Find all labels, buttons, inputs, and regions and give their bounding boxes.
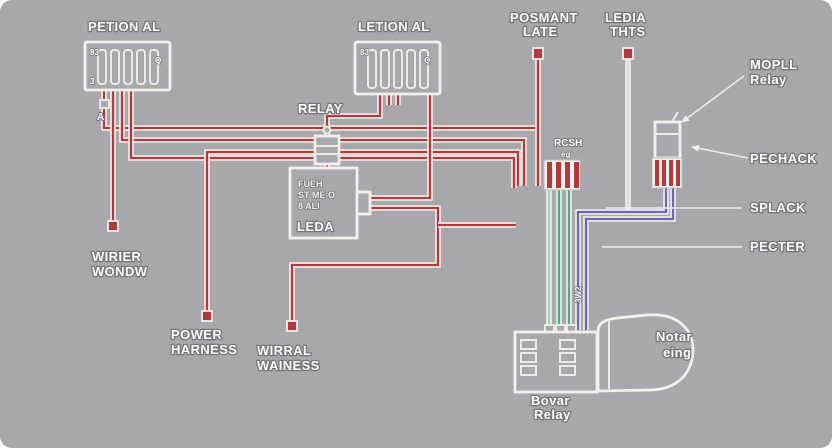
mopll-stripe: [669, 160, 673, 186]
connector-slot: [406, 49, 416, 89]
label-ledia-2: THTS: [610, 24, 646, 39]
connector-slot: [380, 49, 390, 89]
label-posmant-2: LATE: [523, 24, 558, 39]
label-bovar-2: Relay: [534, 407, 571, 422]
rcsh-stripe: [556, 162, 561, 188]
wire-leda-to-wirral-pin: [290, 206, 440, 323]
leda-box: [288, 166, 359, 240]
label-petion-corner: 83: [90, 48, 99, 57]
label-petion: PETION AL: [88, 19, 160, 34]
rcsh-stripe: [565, 162, 570, 188]
label-petion-corner2: 3: [90, 77, 95, 86]
wire-relay-blue-2: [584, 188, 675, 330]
label-wire-tag: 3W2: [574, 286, 583, 303]
pin-posmant: [532, 47, 544, 60]
rcsh-stripe: [574, 162, 579, 188]
relay-symbol: [313, 134, 341, 166]
label-rcsh-sub: eg: [561, 150, 570, 159]
label-pecter: PECTER: [750, 239, 805, 254]
wire-casing: [204, 149, 521, 314]
label-pechack: PECHACK: [750, 151, 817, 166]
label-power-2: HARNESS: [171, 342, 237, 357]
label-motor-1: Notar: [656, 329, 692, 344]
label-relay: RELAY: [298, 101, 343, 116]
label-wirier-1: WIRIER: [92, 249, 142, 264]
label-wirral-1: WIRRAL: [257, 343, 311, 358]
pointer-mopll: [681, 75, 745, 123]
connector-slot: [393, 49, 403, 89]
connector-slot: [136, 49, 146, 85]
wire-relay-blue-1: [576, 188, 668, 330]
label-leda-inner-1: FUEH: [298, 179, 323, 189]
label-leda-inner-3: 8 ALI: [298, 201, 320, 211]
connector-slot: [149, 49, 159, 85]
label-wirral-2: WAINESS: [257, 358, 320, 373]
connector-slot: [123, 49, 133, 85]
mopll-stripe: [676, 160, 680, 186]
label-ledia-1: LEDIA: [605, 10, 646, 25]
label-motor-2: eing: [663, 345, 691, 360]
connector-slot: [110, 49, 120, 85]
label-wirier-2: WONDW: [92, 264, 148, 279]
leda-tab: [355, 190, 372, 216]
label-mopll-2: Relay: [750, 72, 787, 87]
labels: PETION AL 83 Q 3 A LETION AL 83 Q POSMAN…: [87, 9, 818, 424]
connector-slot: [97, 49, 107, 85]
rcsh-stripe: [547, 162, 552, 188]
label-posmant-1: POSMANT: [510, 10, 578, 25]
label-leda: LEDA: [297, 219, 334, 234]
bovar-terminal: [559, 352, 576, 363]
mopll-stripe: [662, 160, 666, 186]
mopll-relay-lever: [671, 111, 679, 123]
label-power-1: POWER: [171, 327, 222, 342]
components: [83, 40, 695, 394]
motor-body: [596, 313, 695, 393]
connector-slot: [419, 49, 429, 89]
pin-ledia: [622, 47, 634, 60]
relay-nub: [322, 125, 332, 135]
bovar-terminal: [559, 339, 576, 350]
label-letion: LETION AL: [358, 19, 430, 34]
label-bovar-1: Bovar: [531, 393, 570, 408]
pointer-pechack: [691, 144, 749, 159]
pin-wirral: [286, 320, 298, 332]
label-mopll-1: MOPLL: [750, 57, 798, 72]
mopll-relay-symbol: [653, 120, 682, 160]
pin-a-stub: [99, 99, 110, 109]
label-leda-inner-2: ST ME O: [298, 190, 335, 200]
bovar-terminal: [559, 365, 576, 376]
label-letion-side: Q: [424, 56, 430, 65]
pin-power: [201, 310, 213, 322]
pin-wirier: [107, 220, 119, 232]
wire-power-bus: [205, 150, 520, 314]
wires: [101, 58, 676, 330]
bovar-terminal: [520, 339, 537, 350]
wire-letion-to-leda-tab: [369, 94, 432, 200]
label-pin-a: A: [97, 112, 104, 123]
label-petion-side: Q: [155, 56, 161, 65]
bovar-terminal: [520, 352, 537, 363]
wire-casing: [575, 188, 669, 330]
bovar-terminal: [520, 365, 537, 376]
connector-slot: [367, 49, 377, 89]
label-splack: SPLACK: [750, 200, 806, 215]
label-letion-corner: 83: [360, 48, 369, 57]
label-rcsh: RCSH: [554, 138, 582, 149]
mopll-stripe: [655, 160, 659, 186]
pointer-lines: [602, 75, 749, 248]
